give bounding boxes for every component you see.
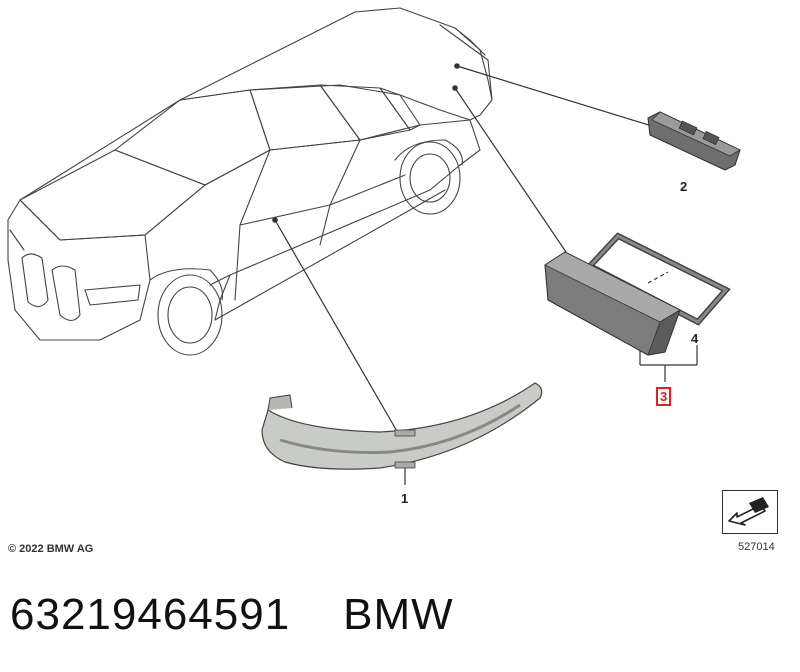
parts-diagram: [7, 7, 741, 485]
callout-part-3[interactable]: 3: [656, 387, 672, 406]
part-3-module: [544, 251, 681, 356]
part-number: 63219464591: [10, 590, 291, 639]
part-2-license-plate-light: [647, 111, 741, 171]
car-illustration: [7, 7, 493, 356]
callout-part-4[interactable]: 4: [691, 331, 699, 346]
diagram-number: 527014: [738, 541, 775, 553]
part-4-gasket: [585, 232, 731, 326]
callout-part-2[interactable]: 2: [680, 179, 688, 194]
next-arrow-icon[interactable]: [722, 490, 778, 534]
next-arrow-glyph: [728, 497, 769, 526]
copyright-notice: © 2022 BMW AG: [8, 543, 94, 555]
brand-name: BMW: [343, 590, 454, 639]
leader-lines: [272, 63, 698, 485]
part-caption: 63219464591 BMW: [10, 590, 454, 640]
callout-part-1[interactable]: 1: [401, 491, 409, 506]
part-1-turn-signal-strip: [261, 382, 543, 470]
